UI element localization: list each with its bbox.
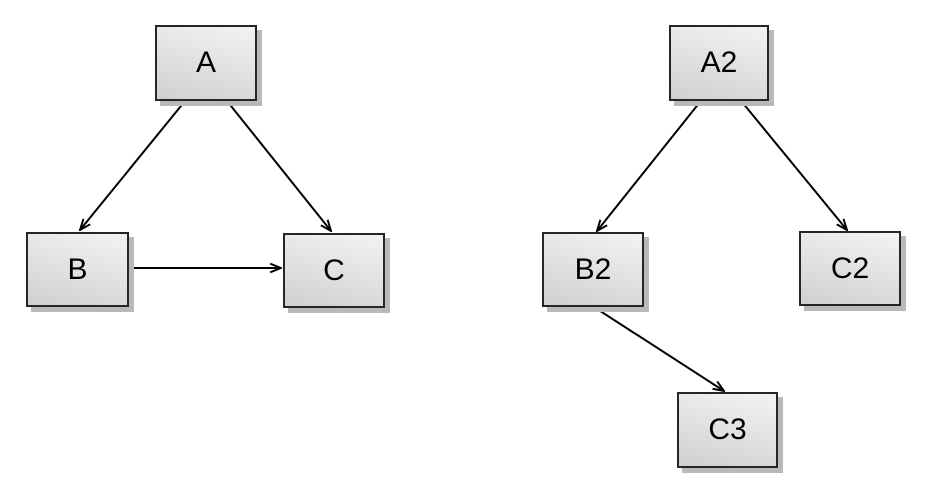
node-label: C3 bbox=[708, 413, 747, 446]
node-label: B bbox=[67, 252, 88, 286]
node-C[interactable]: C bbox=[283, 233, 385, 308]
edge-A2-B2[interactable] bbox=[597, 101, 701, 231]
node-C2[interactable]: C2 bbox=[799, 231, 901, 306]
node-label: A2 bbox=[700, 46, 738, 79]
node-A[interactable]: A bbox=[155, 25, 257, 101]
node-label: B2 bbox=[574, 252, 612, 286]
node-label: C bbox=[323, 253, 345, 287]
edge-B2-C3[interactable] bbox=[593, 306, 724, 391]
node-B2[interactable]: B2 bbox=[542, 232, 644, 307]
edge-A-C[interactable] bbox=[226, 100, 331, 231]
node-label: A bbox=[195, 46, 216, 79]
node-label: C2 bbox=[830, 251, 870, 285]
node-C3[interactable]: C3 bbox=[677, 392, 778, 468]
node-A2[interactable]: A2 bbox=[669, 25, 769, 101]
edge-A2-C2[interactable] bbox=[741, 101, 847, 230]
node-B[interactable]: B bbox=[26, 232, 129, 307]
edge-A-B[interactable] bbox=[80, 100, 186, 230]
